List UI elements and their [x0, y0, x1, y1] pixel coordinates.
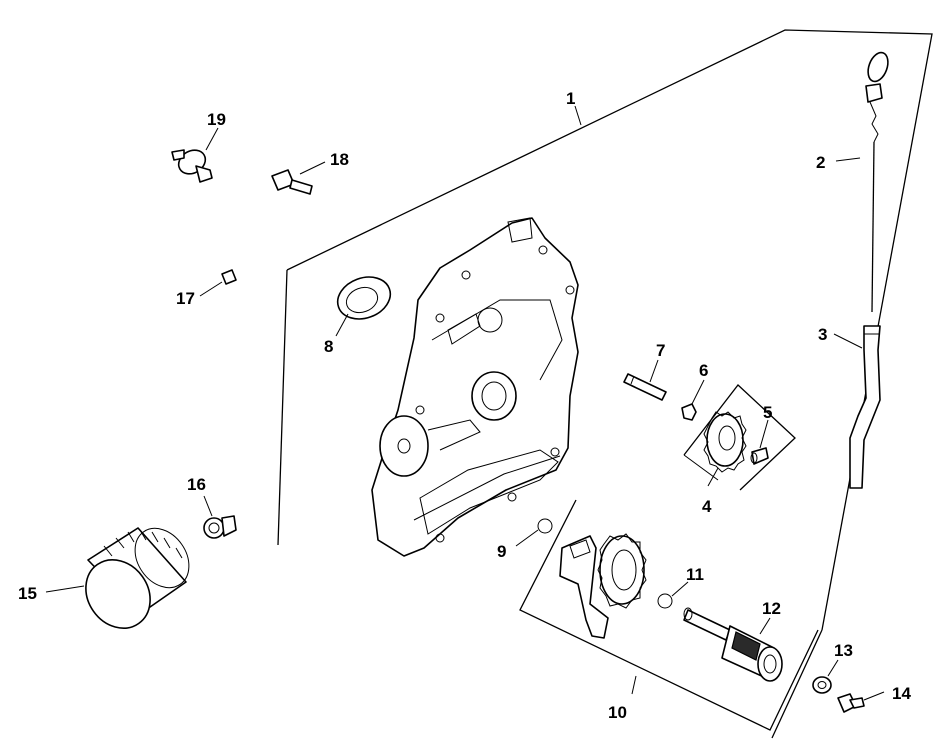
subgroup-boundary-10	[519, 499, 819, 731]
callout-17: 17	[176, 289, 195, 308]
oil-pump-gear-assembly	[559, 533, 647, 639]
small-nut	[221, 269, 237, 285]
callout-11: 11	[686, 565, 704, 584]
leader-lines	[45, 105, 885, 701]
callout-13: 13	[834, 641, 853, 660]
callout-2: 2	[816, 153, 825, 172]
o-ring	[657, 593, 673, 609]
filter-fitting	[203, 515, 237, 539]
oil-seal	[336, 276, 392, 320]
callout-18: 18	[330, 150, 349, 169]
callout-16: 16	[187, 475, 206, 494]
callout-12: 12	[762, 599, 781, 618]
callout-1: 1	[566, 89, 575, 108]
o-ring-small	[537, 518, 553, 534]
callout-7: 7	[656, 341, 665, 360]
callout-3: 3	[818, 325, 827, 344]
retaining-clip	[681, 403, 697, 421]
callout-5: 5	[763, 403, 772, 422]
callout-14: 14	[892, 684, 911, 703]
callout-4: 4	[702, 497, 712, 516]
shaft-pin	[623, 373, 667, 401]
callout-numbers: 1 2 3 4 5 6 7 8 9 10 11 12 13 14 15 16 1…	[18, 89, 911, 722]
governor-gear	[703, 411, 747, 473]
callout-9: 9	[497, 542, 506, 561]
callout-15: 15	[18, 584, 37, 603]
callout-8: 8	[324, 337, 333, 356]
callout-19: 19	[207, 110, 226, 129]
dipstick	[865, 51, 889, 313]
gear-cover-housing	[371, 217, 579, 557]
oil-pickup-valve	[683, 607, 783, 682]
oil-pressure-switch	[171, 149, 213, 183]
gear-pin	[750, 447, 769, 465]
drain-plug-screw	[837, 693, 865, 713]
callout-6: 6	[699, 361, 708, 380]
hex-bolt	[271, 169, 313, 195]
callout-10: 10	[608, 703, 627, 722]
oil-filter	[85, 527, 190, 629]
washer	[812, 676, 832, 694]
dipstick-tube	[849, 325, 881, 489]
